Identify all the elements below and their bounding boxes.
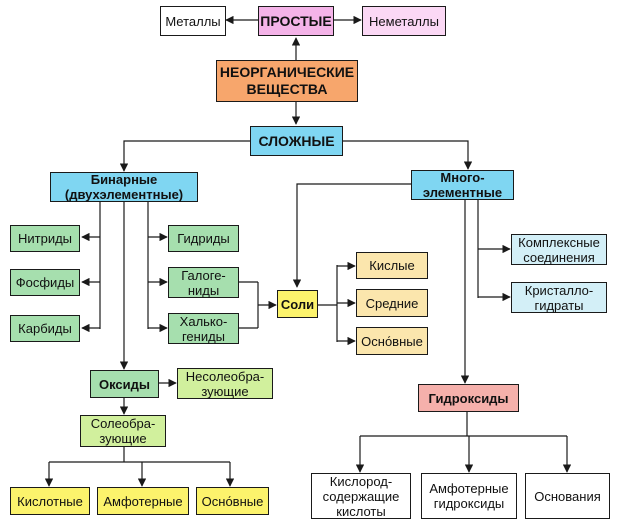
hydrides-node: Гидриды (168, 225, 239, 252)
amphoteric-oxides-node: Амфотерные (97, 487, 189, 515)
oxyacids-node: Кислород- содержащие кислоты (311, 473, 411, 519)
metals-node: Металлы (160, 6, 226, 36)
chalcogenides-node: Халько- гениды (168, 313, 239, 344)
multi-element-node: Много- элементные (411, 170, 514, 200)
non-salt-forming-node: Несолеобра- зующие (177, 368, 273, 399)
binary-compounds-node: Бинарные (двухэлементные) (50, 172, 198, 202)
basic-oxides-node: Осно́вные (196, 487, 269, 515)
inorganic-substances-node: НЕОРГАНИЧЕСКИЕ ВЕЩЕСТВА (216, 60, 358, 102)
crystallohydrates-node: Кристалло- гидраты (511, 282, 607, 313)
acidic-salts-node: Кислые (356, 252, 428, 279)
oxides-node: Оксиды (90, 370, 159, 398)
complex-compounds-node: Комплексные соединения (511, 234, 607, 265)
nonmetals-node: Неметаллы (362, 6, 446, 36)
normal-salts-node: Средние (356, 289, 428, 317)
phosphides-node: Фосфиды (10, 269, 80, 296)
basic-salts-node: Осно́вные (356, 327, 428, 355)
bases-node: Основания (525, 473, 610, 519)
complex-substances-node: СЛОЖНЫЕ (250, 126, 343, 156)
carbides-node: Карбиды (10, 315, 80, 342)
amphoteric-hydroxides-node: Амфотерные гидроксиды (421, 473, 517, 519)
nitrides-node: Нитриды (10, 225, 80, 252)
acidic-oxides-node: Кислотные (10, 487, 90, 515)
simple-substances-node: ПРОСТЫЕ (258, 6, 334, 36)
salt-forming-node: Солеобра- зующие (80, 415, 166, 447)
halides-node: Галоге- ниды (168, 267, 239, 298)
hydroxides-node: Гидроксиды (418, 384, 519, 412)
salts-node: Соли (277, 290, 318, 318)
